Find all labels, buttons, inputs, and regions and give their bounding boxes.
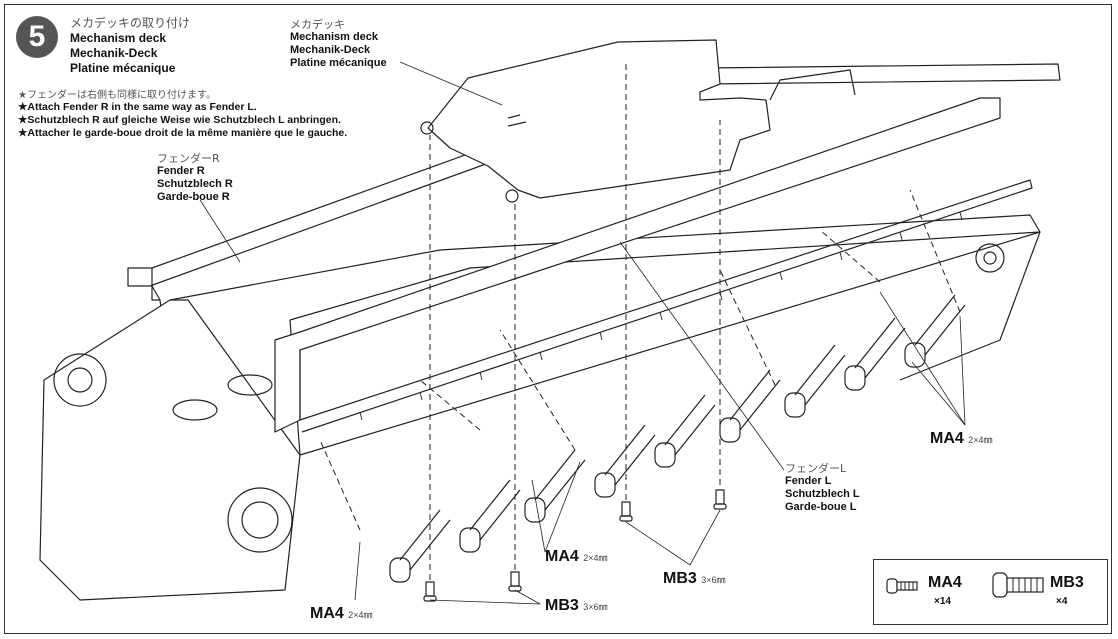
mb3-code: MB3 xyxy=(663,570,697,587)
ma4-code: MA4 xyxy=(310,605,344,622)
step-title-jp: メカデッキの取り付け xyxy=(70,16,191,30)
mb3-screws-shape xyxy=(423,489,727,602)
legend-ma4-qty: ×14 xyxy=(934,596,951,607)
fender-l-label-fr: Garde-boue L xyxy=(785,501,857,513)
deck-label-fr: Platine mécanique xyxy=(290,57,387,69)
ma4-size: 2×4㎜ xyxy=(348,610,373,620)
step-title-fr: Platine mécanique xyxy=(70,61,176,75)
deck-label-jp: メカデッキ xyxy=(290,18,345,31)
note-fr: ★Attacher le garde-boue droit de la même… xyxy=(18,127,348,139)
mechanism-deck-shape xyxy=(420,39,856,203)
deck-label-de: Mechanik-Deck xyxy=(290,44,371,56)
mb3-screw-icon xyxy=(992,572,1044,598)
hull-body-shape xyxy=(39,214,1041,601)
fender-l-label-jp: フェンダーL xyxy=(785,462,847,475)
step-title-de: Mechanik-Deck xyxy=(70,46,158,60)
step-number-badge: 5 xyxy=(16,16,58,58)
fender-l-shape xyxy=(274,97,1033,433)
legend-mb3-qty: ×4 xyxy=(1056,596,1068,607)
note-jp: ★フェンダーは右側も同様に取り付けます。 xyxy=(18,90,216,101)
ma4-callout-left: MA4 2×4㎜ xyxy=(310,605,373,623)
suspension-arms-shape xyxy=(389,294,966,583)
mb3-size: 3×6㎜ xyxy=(701,575,726,585)
fender-r-label-fr: Garde-boue R xyxy=(157,191,230,203)
fender-r-label-de: Schutzblech R xyxy=(157,178,233,190)
ma4-size: 2×4㎜ xyxy=(583,553,608,563)
note-de: ★Schutzblech R auf gleiche Weise wie Sch… xyxy=(18,114,341,126)
fender-r-label-jp: フェンダーR xyxy=(157,152,220,165)
mb3-code: MB3 xyxy=(545,597,579,614)
legend-ma4-code: MA4 xyxy=(928,574,962,591)
mb3-callout-center: MB3 3×6㎜ xyxy=(663,570,726,588)
mb3-callout-bottom: MB3 3×6㎜ xyxy=(545,597,608,615)
diagram-frame xyxy=(4,4,1112,634)
ma4-screw-icon xyxy=(886,578,918,594)
ma4-code: MA4 xyxy=(545,548,579,565)
step-title-en: Mechanism deck xyxy=(70,31,167,45)
alignment-lines xyxy=(319,60,961,580)
fender-l-label-en: Fender L xyxy=(785,475,832,487)
fender-l-label-de: Schutzblech L xyxy=(785,488,860,500)
ma4-callout-center: MA4 2×4㎜ xyxy=(545,548,608,566)
leader-lines xyxy=(199,61,966,605)
mb3-size: 3×6㎜ xyxy=(583,602,608,612)
parts-legend-box: MA4 ×14 MB3 ×4 xyxy=(873,559,1108,625)
deck-label-en: Mechanism deck xyxy=(290,31,379,43)
ma4-size: 2×4㎜ xyxy=(968,435,993,445)
note-en: ★Attach Fender R in the same way as Fend… xyxy=(18,101,257,113)
fender-r-label-en: Fender R xyxy=(157,165,205,177)
legend-mb3-code: MB3 xyxy=(1050,574,1084,591)
ma4-callout-right: MA4 2×4㎜ xyxy=(930,430,993,448)
ma4-code: MA4 xyxy=(930,430,964,447)
